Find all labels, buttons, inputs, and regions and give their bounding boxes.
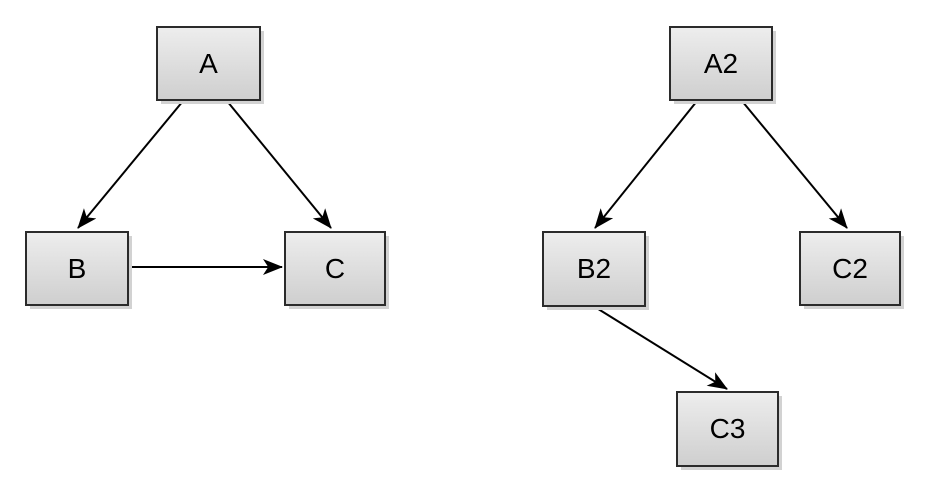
node-c2[interactable]: C2 — [799, 231, 901, 306]
node-b[interactable]: B — [25, 231, 129, 306]
edge-a2-to-c2[interactable] — [741, 100, 848, 229]
node-a2[interactable]: A2 — [669, 26, 773, 101]
node-label-c3: C3 — [709, 413, 746, 444]
edge-a-to-b[interactable] — [77, 100, 184, 229]
node-b2[interactable]: B2 — [542, 231, 646, 307]
edge-b2-to-c3[interactable] — [594, 306, 728, 390]
node-label-c2: C2 — [832, 252, 868, 284]
node-c3[interactable]: C3 — [676, 391, 779, 467]
node-label-c: C — [324, 252, 346, 284]
edge-a2-to-b2[interactable] — [594, 100, 698, 229]
node-label-b2: B2 — [576, 253, 612, 284]
node-label-a: A — [199, 47, 218, 79]
node-c[interactable]: C — [284, 231, 386, 306]
node-a[interactable]: A — [156, 26, 261, 101]
edge-a-to-c[interactable] — [226, 100, 332, 229]
node-label-b: B — [67, 252, 87, 284]
node-label-a2: A2 — [703, 47, 739, 79]
